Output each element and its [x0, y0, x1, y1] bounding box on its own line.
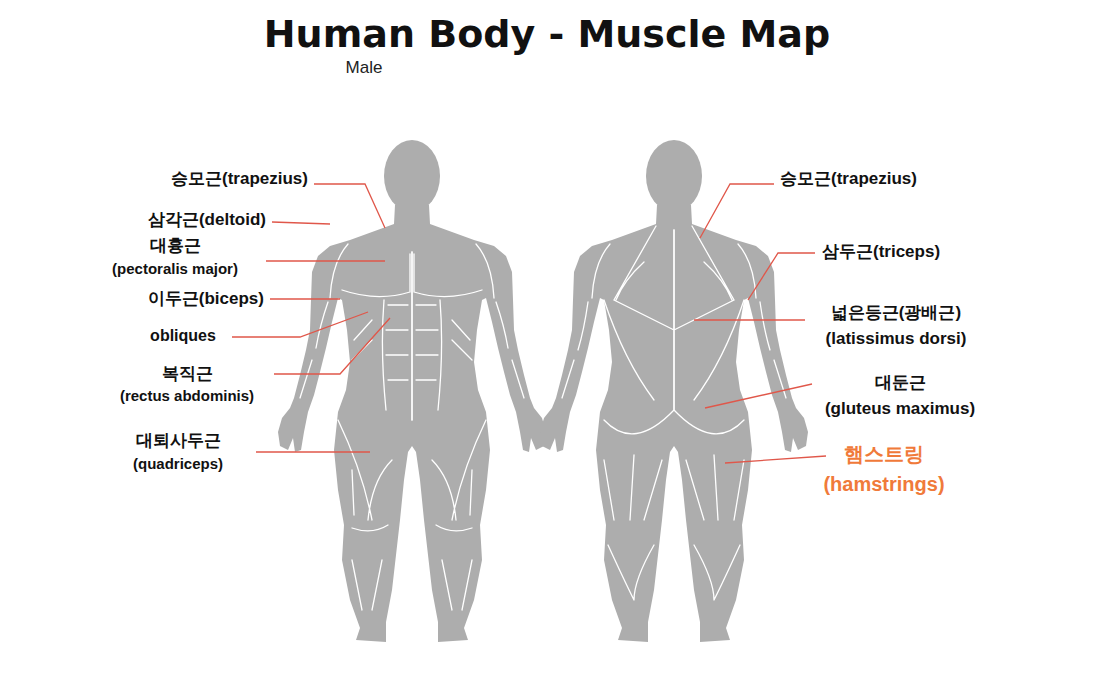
- leader-line: [256, 451, 370, 452]
- leader-line: [266, 260, 385, 261]
- leader-line: [705, 384, 812, 408]
- subtitle: Male: [346, 58, 383, 78]
- leader-line: [694, 319, 805, 320]
- leader-lines: [232, 184, 826, 463]
- muscle-label: (rectus abdominis): [120, 387, 254, 404]
- leader-line: [272, 222, 330, 224]
- back-figure: [540, 140, 808, 642]
- muscle-label: 삼두근(triceps): [822, 242, 940, 262]
- muscle-label: 이두근(biceps): [148, 289, 264, 309]
- muscle-label: (latissimus dorsi): [826, 329, 967, 349]
- leader-line: [232, 312, 368, 337]
- muscle-label: obliques: [150, 327, 216, 345]
- muscle-label: 복직근: [162, 364, 213, 384]
- muscle-label: 승모근(trapezius): [780, 169, 917, 189]
- front-figure: [278, 140, 546, 642]
- muscle-label: 승모근(trapezius): [171, 169, 308, 189]
- muscle-label: (hamstrings): [823, 473, 944, 496]
- muscle-label: (gluteus maximus): [825, 399, 975, 419]
- leader-line: [748, 253, 815, 300]
- muscle-label: (quadriceps): [133, 455, 223, 472]
- muscle-label: 삼각근(deltoid): [148, 210, 266, 230]
- muscle-label: 대퇴사두근: [136, 431, 221, 451]
- muscle-label: 대흉근: [150, 236, 201, 256]
- muscle-label: (pectoralis major): [112, 260, 238, 277]
- muscle-label: 넓은등근(광배근): [831, 303, 961, 323]
- diagram-title: Human Body - Muscle Map: [0, 10, 1094, 58]
- leader-line: [725, 456, 826, 463]
- leader-line: [270, 298, 340, 299]
- leader-line: [274, 318, 390, 374]
- muscle-label: 햄스트링: [844, 443, 924, 466]
- leader-line: [314, 184, 385, 228]
- muscle-label: 대둔근: [875, 373, 926, 393]
- leader-line: [700, 184, 774, 238]
